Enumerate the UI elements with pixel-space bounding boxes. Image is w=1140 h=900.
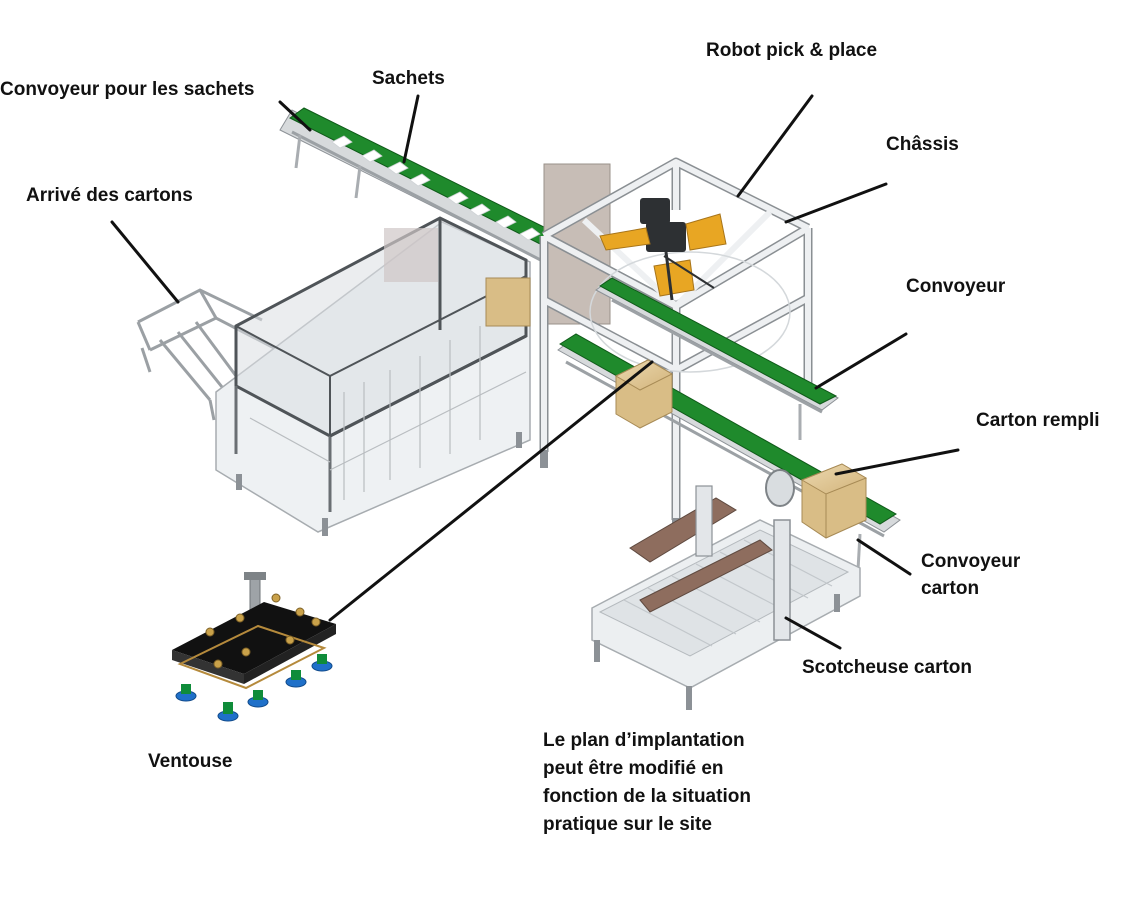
filled-carton xyxy=(800,463,868,539)
suction-gripper xyxy=(172,572,336,722)
label-robot-pick-place: Robot pick & place xyxy=(706,40,878,61)
label-sachets-conveyor: Convoyeur pour les sachets xyxy=(0,79,255,100)
label-carton-conveyor-line1: Convoyeur xyxy=(921,551,1021,572)
pick-place-robot xyxy=(599,198,727,301)
layout-note: Le plan d’implantation peut être modifié… xyxy=(543,727,751,839)
robot-chassis xyxy=(539,157,813,534)
sachets-on-belt xyxy=(331,135,541,241)
label-carton-arrival: Arrivé des cartons xyxy=(26,185,193,206)
leader-chassis xyxy=(784,182,888,224)
label-carton-taper: Scotcheuse carton xyxy=(802,657,972,678)
leader-sachets-conveyor xyxy=(278,100,312,132)
leader-robot xyxy=(736,94,814,198)
label-chassis: Châssis xyxy=(886,134,959,155)
carton-erector-machine xyxy=(215,216,531,536)
main-conveyor xyxy=(595,277,839,440)
layout-note-line-1: Le plan d’implantation xyxy=(543,730,745,751)
label-filled-carton: Carton rempli xyxy=(976,410,1100,431)
label-sachets: Sachets xyxy=(372,68,445,89)
leader-carton-arrival xyxy=(110,220,180,304)
leader-sachets xyxy=(402,94,420,164)
carton-on-conveyor xyxy=(614,359,674,429)
leader-suction xyxy=(328,360,654,622)
leader-carton-conveyor xyxy=(856,538,912,576)
label-carton-conveyor-line2: carton xyxy=(921,578,980,599)
carton-taper-machine xyxy=(591,469,861,710)
leader-carton-taper xyxy=(784,616,842,650)
label-suction-cup: Ventouse xyxy=(148,751,233,772)
leader-filled-carton xyxy=(834,448,960,476)
suction-pads xyxy=(175,654,333,722)
layout-note-line-2: peut être modifié en xyxy=(543,758,724,779)
label-conveyor: Convoyeur xyxy=(906,276,1006,297)
layout-note-line-3: fonction de la situation xyxy=(543,786,751,807)
sachet-conveyor xyxy=(279,107,569,272)
leader-lines xyxy=(110,94,960,650)
leader-conveyor xyxy=(814,332,908,390)
layout-note-line-4: pratique sur le site xyxy=(543,814,712,835)
